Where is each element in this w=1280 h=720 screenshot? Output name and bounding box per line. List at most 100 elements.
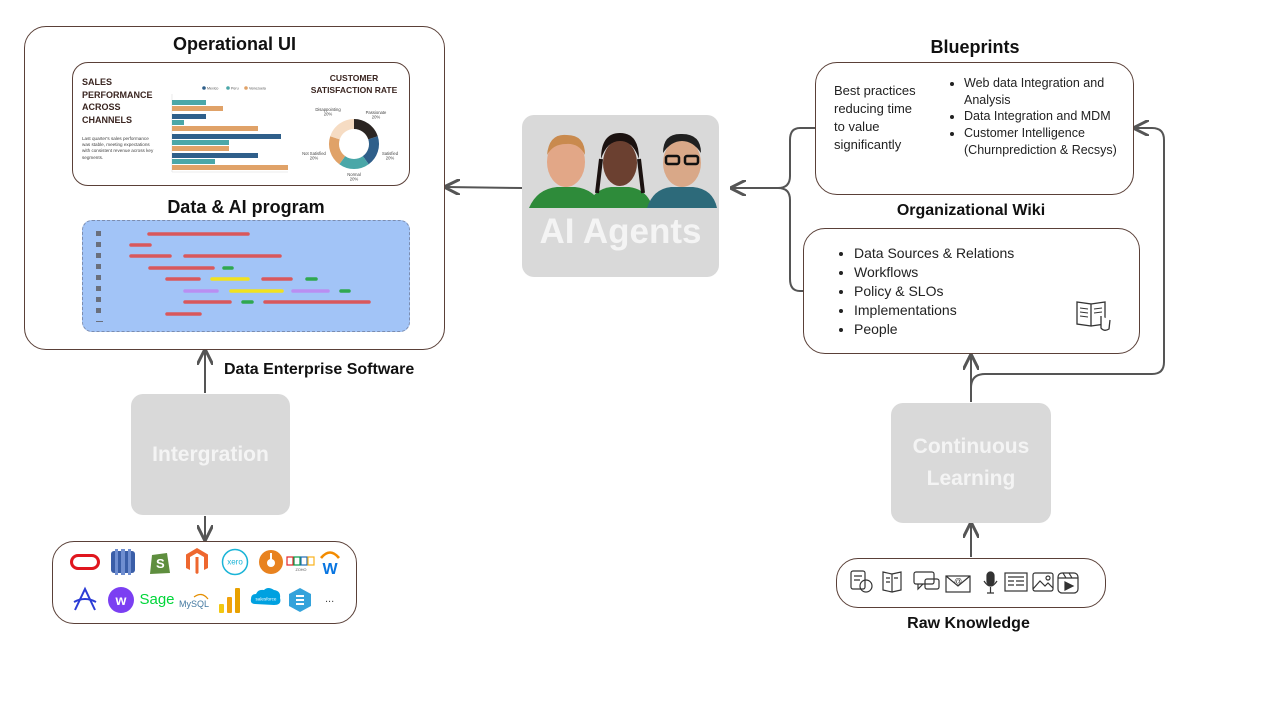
sage-logo[interactable]: Sage	[140, 585, 174, 615]
power-bi-logo[interactable]	[215, 585, 245, 615]
svg-text:@: @	[954, 577, 962, 586]
sales-heading: SALES PERFORMANCE ACROSS CHANNELS	[82, 77, 153, 125]
workday-logo[interactable]: W	[315, 547, 345, 577]
wiki-item: Policy & SLOs	[854, 282, 1074, 301]
raw-knowledge-panel	[836, 558, 1106, 608]
agent-portrait-1	[529, 134, 603, 208]
documents-icon	[850, 570, 873, 593]
donut-label: Passionate	[366, 110, 387, 115]
bar	[172, 126, 258, 131]
wiki-title: Organizational Wiki	[896, 202, 1046, 219]
bar	[172, 134, 281, 139]
salesforce-logo[interactable]: salesforce	[249, 584, 283, 614]
cube-logo[interactable]	[285, 585, 315, 615]
blueprint-item: Data Integration and MDM	[964, 108, 1136, 125]
image-icon	[1032, 572, 1054, 592]
bar	[172, 106, 223, 111]
continuous-learning-box: Continuous Learning	[891, 403, 1051, 523]
bar	[172, 146, 229, 151]
blueprint-item: Web data Integration and Analysis	[964, 75, 1136, 108]
agent-portrait-3	[647, 133, 717, 208]
zoho-logo[interactable]: ZOHO	[285, 547, 317, 577]
bar	[172, 165, 288, 170]
blueprint-item: Customer Intelligence (Churnprediction &…	[964, 125, 1136, 158]
svg-text:W: W	[322, 561, 338, 577]
sales-bar-chart: Mexico Peru Venezuela	[171, 86, 288, 173]
blueprints-summary: Best practices reducing time to value si…	[834, 83, 916, 152]
arrow-agents-to-ui	[446, 187, 523, 188]
agent-portrait-2	[587, 133, 653, 208]
gantt-chart	[96, 231, 371, 322]
ai-agents-label: AI Agents	[539, 212, 702, 251]
donut-slice	[339, 155, 369, 169]
bar	[172, 140, 229, 145]
chat-icon	[913, 571, 940, 591]
sales-description: Last quarter's sales performance was sta…	[82, 136, 154, 160]
svg-text:Venezuela: Venezuela	[249, 87, 266, 91]
more-logos-ellipsis: ...	[325, 593, 335, 605]
magento-logo[interactable]	[182, 546, 212, 576]
donut-label: Not Satisfied	[302, 151, 326, 156]
svg-text:Sage: Sage	[140, 591, 174, 608]
svg-text:Mexico: Mexico	[207, 87, 218, 91]
raw-knowledge-label: Raw Knowledge	[907, 615, 1030, 632]
donut-label: 20%	[386, 156, 395, 161]
wiki-item: People	[854, 320, 1074, 339]
bar-legend: Mexico Peru Venezuela	[202, 86, 266, 91]
svg-text:ZOHO: ZOHO	[296, 568, 307, 572]
microphone-icon	[983, 571, 998, 594]
xero-logo[interactable]: xero	[220, 547, 250, 577]
bar	[172, 120, 184, 125]
arrow-knowledge-to-agents	[732, 127, 815, 188]
donut-label: Normal	[347, 172, 361, 177]
gantt-panel	[82, 220, 410, 332]
donut-label: 20%	[350, 177, 359, 182]
donut-label: Disappointing	[315, 107, 341, 112]
mysql-logo[interactable]: MySQL	[176, 585, 212, 615]
blueprints-panel	[815, 62, 1134, 195]
arrow-learning-to-blueprints	[970, 128, 1165, 389]
database-logo[interactable]	[108, 547, 138, 577]
wiki-list: Data Sources & Relations Workflows Polic…	[836, 244, 1074, 339]
donut-label: Satisfied	[382, 151, 399, 156]
wiki-item: Workflows	[854, 263, 1074, 282]
wiki-item: Implementations	[854, 301, 1074, 320]
operational-ui-title: Operational UI	[172, 34, 297, 54]
donut-label: 20%	[310, 156, 319, 161]
donut-slice	[353, 119, 378, 140]
svg-text:MySQL: MySQL	[179, 599, 209, 609]
bar	[172, 153, 258, 158]
svg-text:S: S	[156, 556, 165, 571]
donut-label: 20%	[324, 112, 333, 117]
video-icon	[1057, 572, 1079, 594]
oracle-logo[interactable]	[70, 547, 100, 577]
data-ai-title: Data & AI program	[167, 197, 325, 217]
wiki-item: Data Sources & Relations	[854, 244, 1074, 263]
wiki-panel	[803, 228, 1140, 354]
email-icon: @	[945, 575, 971, 593]
book-icon	[882, 571, 902, 593]
donut-slice	[362, 136, 379, 165]
shopify-logo[interactable]: S	[145, 547, 175, 577]
bar	[172, 159, 215, 164]
donut-slice	[330, 119, 355, 140]
svg-text:w: w	[115, 592, 127, 608]
blueprints-title: Blueprints	[930, 37, 1020, 57]
donut-slice	[329, 136, 346, 165]
csat-heading: CUSTOMER SATISFACTION RATE	[310, 73, 398, 95]
integration-box: Intergration	[131, 394, 290, 515]
hubspot-logo[interactable]	[256, 547, 286, 577]
webflow-logo[interactable]: w	[106, 585, 136, 615]
bar	[172, 100, 206, 105]
donut-label: 20%	[372, 115, 381, 120]
blueprints-list: Web data Integration and Analysis Data I…	[950, 75, 1136, 159]
svg-text:salesforce: salesforce	[256, 597, 277, 602]
open-book-icon	[1076, 301, 1111, 331]
gantt-row-markers	[96, 231, 103, 322]
anaplan-logo[interactable]	[70, 585, 100, 615]
raw-knowledge-icons: @	[850, 570, 1079, 594]
data-enterprise-software-label: Data Enterprise Software	[224, 361, 415, 378]
agent-portraits	[529, 127, 717, 208]
